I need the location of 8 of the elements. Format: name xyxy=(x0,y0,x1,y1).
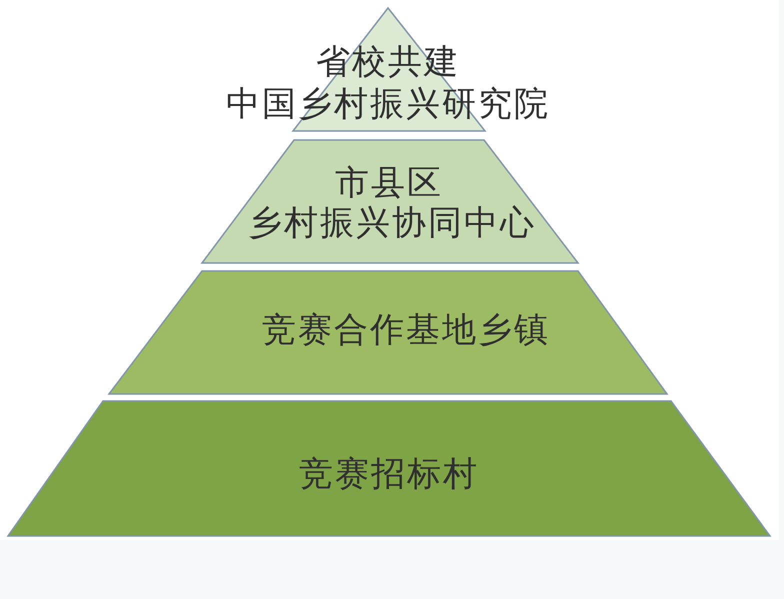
tier-label: 竞赛招标村 xyxy=(299,454,479,494)
pyramid-tier xyxy=(8,401,770,536)
pyramid-tier xyxy=(202,140,578,263)
tier-label: 乡村振兴协同中心 xyxy=(248,203,536,243)
tier-label: 中国乡村振兴研究院 xyxy=(226,84,550,124)
pyramid-tier xyxy=(109,271,667,394)
tier-label: 竞赛合作基地乡镇 xyxy=(262,310,550,350)
tier-label: 市县区 xyxy=(335,163,443,203)
